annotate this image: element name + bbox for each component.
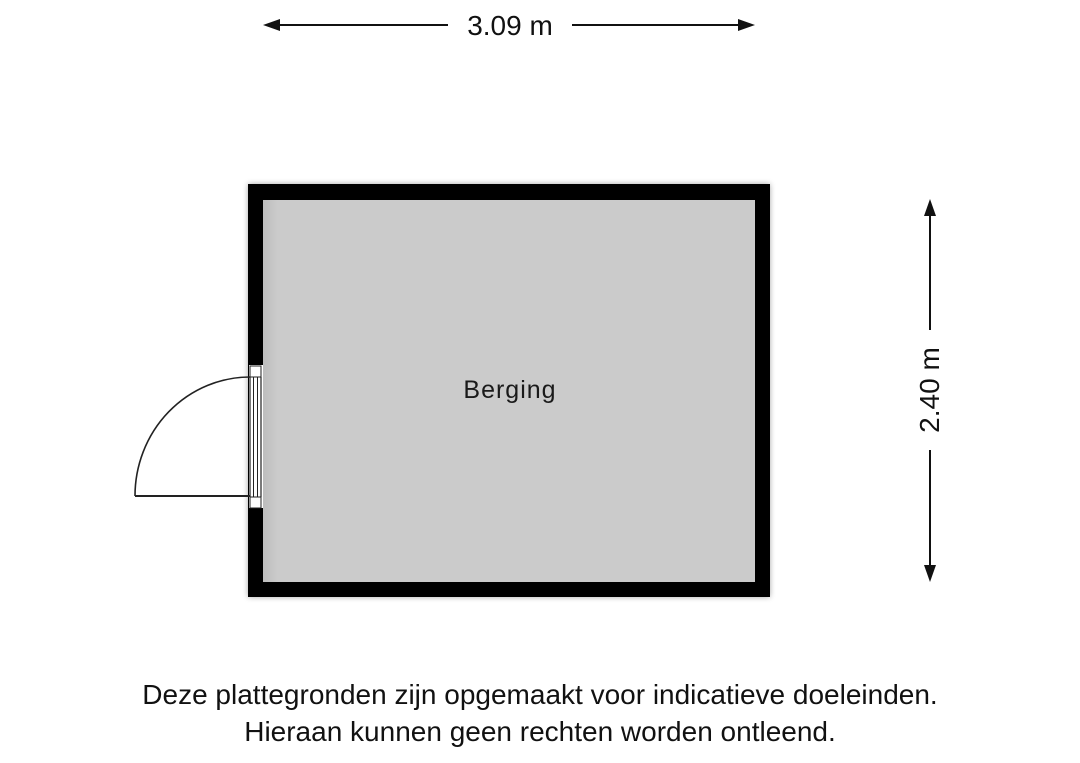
arrow-left-icon (263, 19, 280, 31)
arrow-up-icon (924, 199, 936, 216)
width-dimension-label: 3.09 m (448, 8, 572, 44)
room-floor (263, 200, 755, 582)
disclaimer-line-2: Hieraan kunnen geen rechten worden ontle… (244, 716, 836, 747)
room-label-berging: Berging (463, 376, 557, 404)
height-dimension-label: 2.40 m (912, 330, 948, 450)
height-dimension-line (924, 199, 936, 582)
disclaimer: Deze plattegronden zijn opgemaakt voor i… (0, 676, 1080, 750)
arrow-down-icon (924, 565, 936, 582)
arrow-right-icon (738, 19, 755, 31)
door-swing-arc (134, 376, 251, 497)
disclaimer-line-1: Deze plattegronden zijn opgemaakt voor i… (142, 679, 938, 710)
width-dimension-line (263, 19, 755, 31)
door (134, 365, 263, 509)
